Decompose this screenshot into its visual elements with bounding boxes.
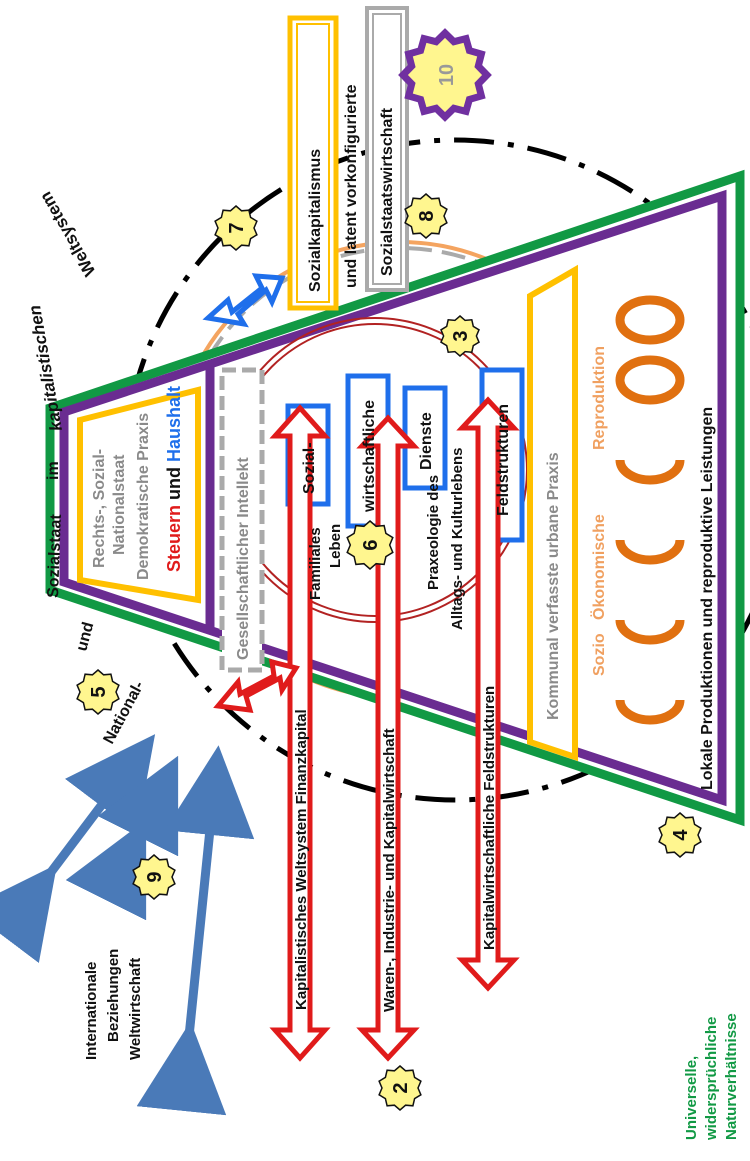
marker-m6-label: 6	[360, 539, 382, 550]
ring-6	[615, 699, 685, 725]
text-intellekt: Gesellschaftlicher Intellekt	[235, 457, 252, 660]
arrow-feld	[456, 396, 520, 992]
box-sozialstaatswirtschaft-inner	[372, 13, 402, 285]
text-reproduktion: Reproduktion	[591, 346, 608, 450]
text-sozial: Sozial-	[301, 442, 318, 494]
label-weltsystem: Weltsystem	[36, 188, 100, 279]
marker-m5-star	[76, 669, 120, 715]
intl-line1: Internationale	[83, 962, 100, 1060]
label-und: und	[73, 620, 97, 653]
natur-line1: Universelle,	[683, 1056, 700, 1140]
state-line2: Nationalstaat	[111, 454, 128, 555]
text-waren: Waren-, Industrie- und Kapitalwirtschaft	[381, 728, 398, 1012]
text-wirtschaftliche: wirtschaftliche	[361, 400, 378, 513]
ring-1	[615, 295, 685, 345]
marker-m3-star	[440, 315, 480, 357]
marker-m3-label: 3	[450, 330, 472, 341]
reproduction-rings	[615, 295, 685, 725]
blue-arrow-top	[202, 273, 286, 328]
box-sozialkapitalismus-inner	[296, 23, 330, 303]
text-sozialkapitalismus: Sozialkapitalismus	[307, 149, 324, 292]
marker-m4-label: 4	[670, 829, 692, 841]
natur-line2: widersprüchliche	[703, 1017, 720, 1141]
text-dienste: Dienste	[418, 412, 435, 470]
marker-m4-star	[658, 812, 702, 858]
text-kommunal: Kommunal verfasste urbane Praxis	[545, 452, 562, 720]
text-oekonomische: Ökonomische	[589, 514, 608, 620]
text-sozialstaatswirtschaft: Sozialstaatswirtschaft	[379, 107, 396, 276]
und-text: und	[164, 462, 184, 505]
marker-m2-star	[378, 1065, 422, 1111]
marker-m2-label: 2	[390, 1082, 412, 1093]
marker-m10-label: 10	[436, 64, 458, 86]
purple-trapezoid	[59, 189, 727, 807]
marker-m8-star	[404, 193, 448, 239]
intl-arrow-3	[136, 745, 255, 1116]
marker-m9-star	[132, 854, 176, 900]
steuern-text: Steuern	[164, 505, 184, 572]
marker-m10-star	[398, 28, 492, 122]
ring-5	[615, 619, 685, 645]
text-finanz: Kapitalistisches Weltsystem Finanzkapita…	[293, 709, 310, 1010]
state-line1: Rechts-, Sozial-	[91, 449, 108, 568]
marker-m5-label: 5	[88, 686, 110, 697]
kommunal-box	[527, 264, 578, 762]
intellekt-box	[219, 367, 265, 673]
text-sozio: Sozio	[591, 633, 608, 676]
number-markers: 2 3 4 5 6 7 8 9 10	[76, 28, 702, 1111]
intl-line3: Weltwirtschaft	[127, 958, 144, 1060]
label-im: im	[45, 461, 62, 480]
arrow-waren	[356, 414, 420, 1062]
label-kapitalistischen: kapitalistischen	[25, 304, 66, 433]
family-line1: Familiales	[307, 527, 324, 600]
family-line3: Praxeologie des	[425, 475, 442, 590]
intl-arrow-2	[65, 755, 179, 921]
state-box	[77, 386, 201, 604]
haushalt-text: Haushalt	[164, 386, 184, 462]
intl-arrow-1	[0, 734, 156, 964]
ring-2	[615, 355, 685, 405]
marker-m9-label: 9	[144, 871, 166, 882]
state-line3: Demokratische Praxis	[135, 413, 152, 580]
text-lokale: Lokale Produktionen und reproduktive Lei…	[699, 407, 716, 790]
label-sozialstaat: Sozialstaat	[45, 513, 65, 598]
text-latent: und latent vorkonfigurierte	[343, 84, 360, 288]
ring-4	[615, 539, 685, 565]
family-line2: Leben	[327, 524, 344, 568]
international-arrows	[0, 734, 255, 1116]
marker-m7-star	[214, 205, 258, 251]
marker-m8-label: 8	[416, 210, 438, 221]
ring-3	[615, 459, 685, 485]
arrow-finanz	[269, 404, 331, 1062]
state-steuern-haushalt: Steuern und Haushalt	[164, 386, 184, 572]
marker-m6-star	[346, 520, 394, 570]
text-feld: Kapitalwirtschaftliche Feldstrukturen	[481, 686, 498, 950]
intl-line2: Beziehungen	[105, 949, 122, 1042]
marker-m7-label: 7	[226, 222, 248, 233]
arrow-small-left	[213, 658, 300, 713]
natur-line3: Naturverhältnisse	[723, 1013, 740, 1140]
text-feldstrukturen: Feldstrukturen	[495, 404, 512, 516]
family-line4: Alltags- und Kulturlebens	[449, 447, 466, 630]
red-arrows	[213, 396, 520, 1062]
